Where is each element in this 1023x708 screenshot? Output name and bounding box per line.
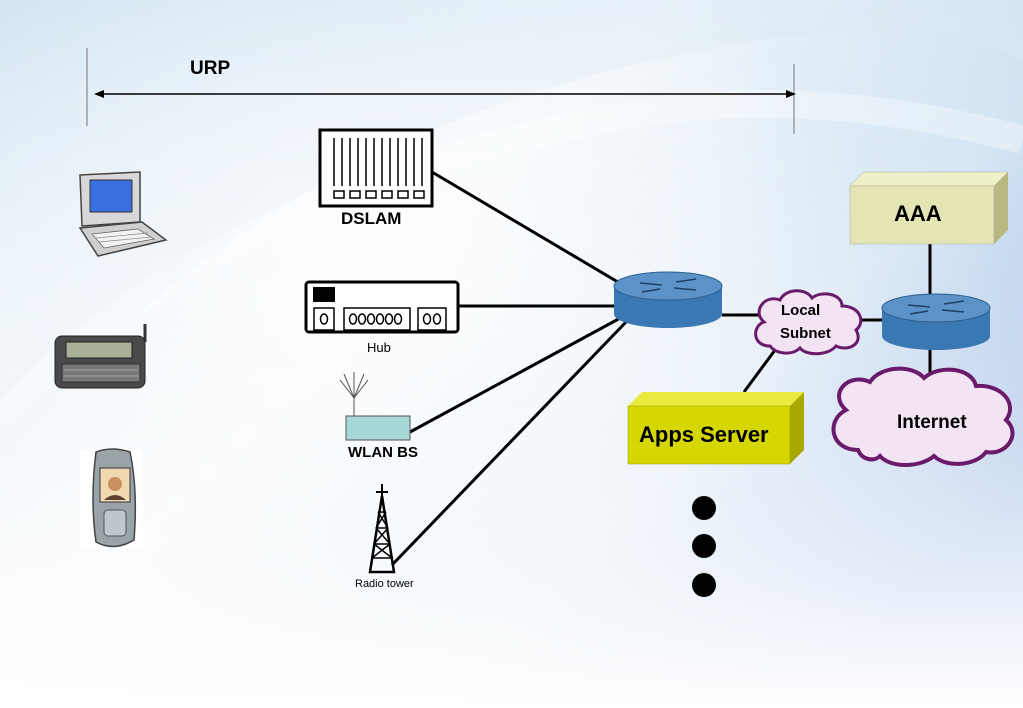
laptop-icon <box>78 171 168 257</box>
cloud-icon <box>831 366 1015 467</box>
router-icon <box>881 293 991 350</box>
link-tower-router <box>390 320 628 567</box>
local-subnet-label-line2: Subnet <box>780 325 831 342</box>
link-wlan-router <box>409 314 625 434</box>
aaa-label: AAA <box>894 201 942 226</box>
server-box-icon <box>849 171 1009 245</box>
hub-icon <box>304 280 460 334</box>
link-dslam-router <box>431 170 629 290</box>
connection-lines <box>390 170 932 567</box>
mobile-phone-icon <box>80 448 142 548</box>
radio-tower-label: Radio tower <box>355 578 414 590</box>
server-box-icon <box>627 392 804 465</box>
wlan-bs-label: WLAN BS <box>348 444 418 461</box>
urp-span <box>86 48 796 134</box>
urp-label: URP <box>190 58 231 79</box>
apps-server-label: Apps Server <box>639 422 769 447</box>
router-icon <box>613 271 723 328</box>
dslam-label: DSLAM <box>341 209 402 228</box>
ellipsis-dots-icon <box>692 496 716 597</box>
link-subnet-apps <box>742 345 780 393</box>
pda-icon <box>54 324 147 389</box>
local-subnet-label-line1: Local <box>781 302 821 319</box>
internet-label: Internet <box>897 412 967 433</box>
dslam-icon <box>318 128 434 208</box>
radio-tower-icon <box>368 484 396 574</box>
wlan-bs-icon <box>339 372 411 441</box>
hub-label: Hub <box>367 340 391 355</box>
cloud-icon <box>754 289 863 356</box>
